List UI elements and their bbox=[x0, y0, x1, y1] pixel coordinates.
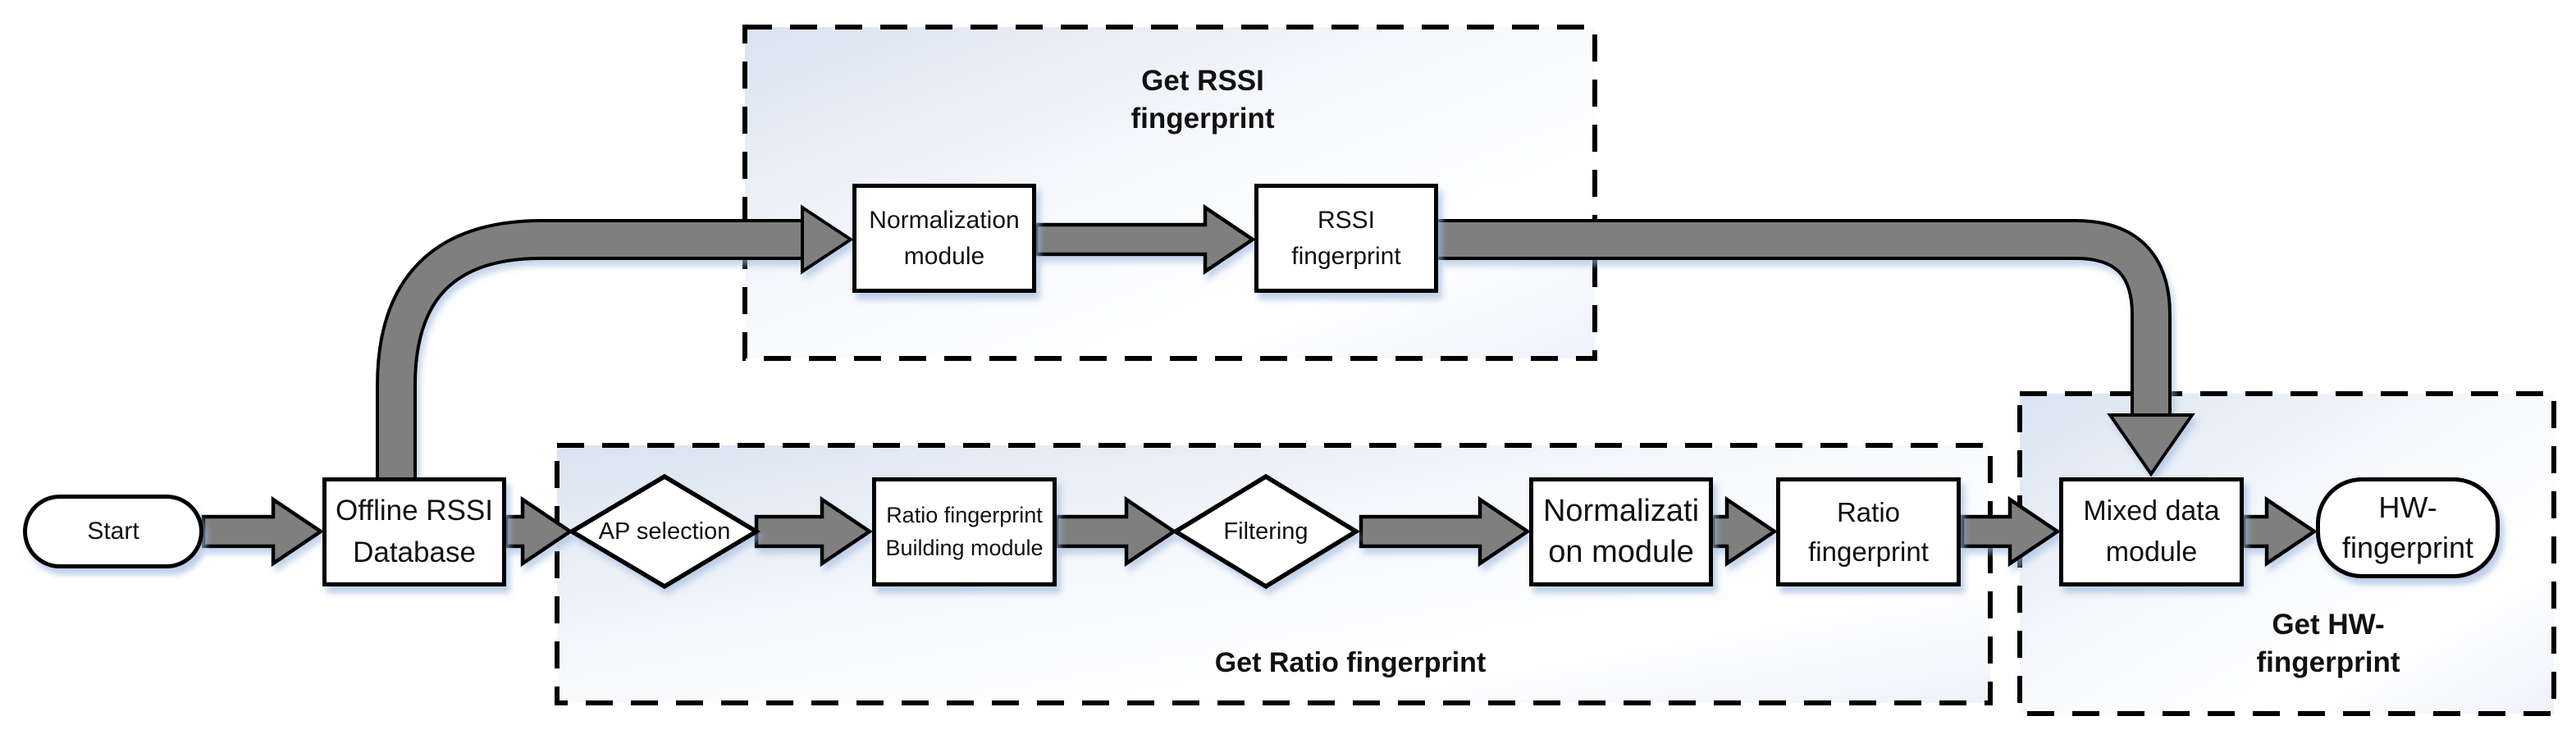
get-hw-fingerprint-title: Get HW- fingerprint bbox=[2256, 609, 2400, 678]
hw-fingerprint-node: HW- fingerprint bbox=[2316, 477, 2500, 578]
arrow-normalization-to-ratiofp bbox=[1710, 495, 1779, 568]
arrow-offline-to-apselection bbox=[504, 495, 574, 568]
curved-arrows-group bbox=[376, 204, 2195, 477]
rssi-fingerprint-node: RSSI fingerprint bbox=[1254, 184, 1438, 293]
offline-rssi-database-node: Offline RSSI Database bbox=[322, 477, 506, 586]
normalization-module-bottom-node: Normalizati on module bbox=[1529, 477, 1713, 586]
mixed-data-module-node: Mixed data module bbox=[2059, 477, 2244, 586]
ap-selection-label: AP selection bbox=[598, 518, 731, 545]
straight-arrows-group bbox=[201, 203, 2318, 568]
filtering-diamond bbox=[1171, 473, 1361, 590]
arrow-start-to-offline bbox=[201, 495, 325, 568]
ratio-fingerprint-building-module-node: Ratio fingerprint Building module bbox=[872, 477, 1057, 586]
get-rssi-fingerprint-title: Get RSSI fingerprint bbox=[1130, 65, 1275, 135]
arrow-offline-to-normalization-shaft bbox=[379, 222, 801, 477]
filtering-label: Filtering bbox=[1223, 518, 1309, 545]
arrow-normalization-to-rssifp bbox=[1034, 203, 1257, 276]
arrow-offline-to-normalization-head bbox=[801, 204, 854, 275]
arrow-ratiobuilding-to-filtering bbox=[1054, 495, 1178, 568]
ap-selection-diamond bbox=[567, 473, 761, 590]
normalization-module-node: Normalization module bbox=[852, 184, 1036, 293]
arrow-rssifp-to-mixed-shaft bbox=[1438, 222, 2168, 417]
start-node: Start bbox=[23, 495, 203, 568]
get-ratio-fingerprint-title: Get Ratio fingerprint bbox=[1214, 647, 1487, 678]
arrow-filtering-to-normalization bbox=[1359, 495, 1532, 568]
arrow-ratiofp-to-mixeddata bbox=[1960, 495, 2062, 568]
arrow-mixeddata-to-hw bbox=[2241, 495, 2318, 568]
diamonds-group bbox=[567, 473, 1361, 590]
ratio-fingerprint-node: Ratio fingerprint bbox=[1776, 477, 1961, 586]
arrow-apselection-to-ratiobuilding bbox=[754, 495, 874, 568]
arrow-rssifp-to-mixed-head bbox=[2107, 413, 2195, 477]
